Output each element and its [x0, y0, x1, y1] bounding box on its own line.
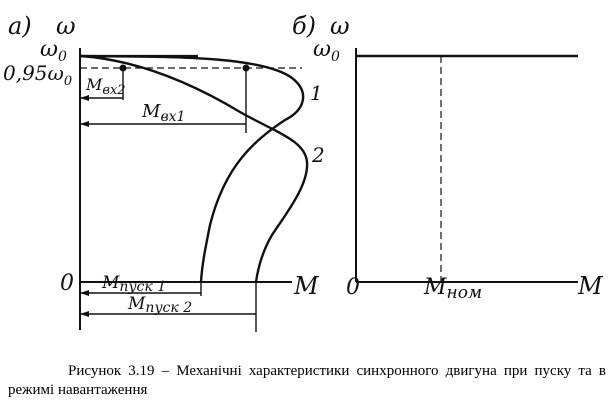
panel-a-m-vx2-arrowhead	[80, 95, 89, 101]
panel-a-x-axis-label: M	[293, 272, 320, 300]
panel-a-m-vx2-label: Mвх2	[85, 75, 126, 98]
panel-a-label: а)	[8, 12, 32, 40]
panel-a-m-start1-label: Mпуск 1	[101, 273, 166, 295]
panel-b-m-nom-label: Mном	[423, 275, 482, 303]
panel-a-omega0-label: ω0	[40, 37, 67, 65]
panel-a-m-start2-arrowhead	[80, 311, 89, 317]
panel-a-curve-2-label: 2	[311, 143, 325, 167]
panel-b-origin-label: 0	[346, 275, 360, 300]
panel-a-origin-label: 0	[60, 271, 74, 296]
panel-b-y-axis-label: ω	[330, 12, 350, 40]
panel-a-omega095-label: 0,95ω0	[3, 61, 72, 89]
panel-a-m-vx1-label: Mвх1	[141, 101, 185, 125]
panel-a-m-start2-label: Mпуск 2	[127, 294, 192, 316]
panel-a-curve-1-label: 1	[310, 81, 323, 105]
panel-a-m-start1-arrowhead	[80, 290, 89, 296]
panel-b-omega0-label: ω0	[313, 37, 340, 65]
panel-a-m-vx1-arrowhead	[80, 121, 89, 127]
panel-b-x-axis-label: M	[577, 272, 604, 300]
panel-a-y-axis-label: ω	[56, 12, 76, 40]
panel-a-curve-2	[79, 54, 309, 283]
panel-a: а) ω ω0 0,95ω0 Mвх2 Mвх1 1 2 0 M Mпуск 1…	[3, 12, 325, 332]
figure-caption: Рисунок 3.19 – Механічні характеристики …	[8, 363, 606, 398]
panel-b-label: б)	[292, 12, 316, 40]
panel-a-curve-1	[79, 54, 305, 283]
panel-b: б) ω ω0 0 Mном M	[292, 12, 604, 303]
